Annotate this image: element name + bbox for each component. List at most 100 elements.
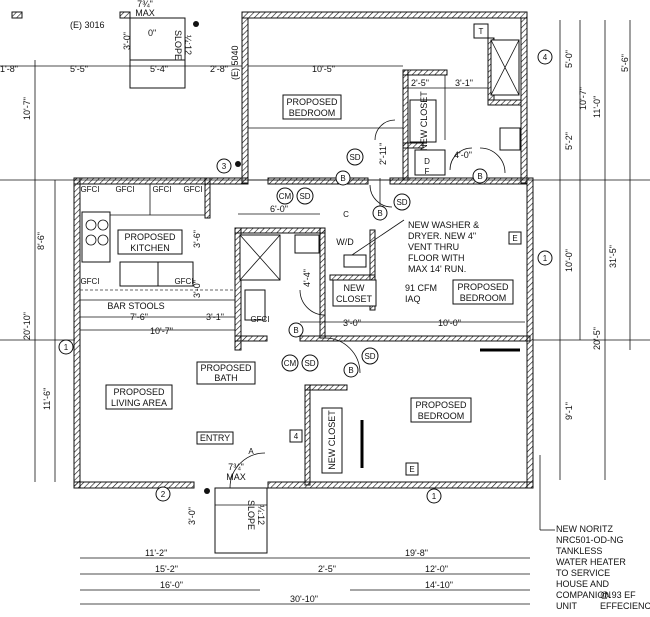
dim-kitchen-7: 4'-4" [302,269,312,287]
tag-2: 2 [161,490,166,499]
dim-left-1: 10'-7" [22,97,32,120]
slope-top-max-1: 7¾" [137,0,153,9]
new-closet-mid-line2: CLOSET [336,294,373,304]
living-box [105,384,173,410]
water-heater-note-6: HOUSE AND [556,579,610,589]
tag-1-right: 1 [543,254,548,263]
dim-right-9: 5'-6" [620,54,630,72]
b-mark-4: B [293,326,298,335]
gfci-7: GFCI [250,315,269,324]
washer-note-1: NEW WASHER & [408,220,479,230]
water-heater-note-5: TO SERVICE [556,568,610,578]
b-mark-3: B [477,172,482,181]
tag-1-left: 1 [64,343,69,352]
cfm-note-1: 91 CFM [405,283,437,293]
tag-4-mid: 4 [294,432,299,441]
kitchen-line2: KITCHEN [130,243,170,253]
window-side-label: (E) 5040 [230,45,240,80]
bedroom-top-line2: BEDROOM [289,108,336,118]
dim-right-2: 5'-2" [564,132,574,150]
dim-top-misc-2: 0" [148,28,156,38]
b-mark-5: B [348,366,353,375]
dim-bottom-7: 14'-10" [425,580,453,590]
water-heater-note-2: NRC501-OD-NG [556,535,624,545]
dim-kitchen-5: 10'-7" [150,326,173,336]
cfm-note-2: IAQ [405,294,421,304]
sd-2: SD [396,198,407,207]
living-line1: PROPOSED [113,387,165,397]
tag-3: 3 [222,162,227,171]
new-closet-mid-line1: NEW [344,283,366,293]
tag-1-bottom: 1 [432,492,437,501]
e-mark-2: E [409,465,414,474]
dim-bottom-6: 19'-8" [405,548,428,558]
t-mark: T [479,27,484,36]
gfci-3: GFCI [152,185,171,194]
d-mark: D [424,157,430,166]
kitchen-line1: PROPOSED [124,232,176,242]
slope-top-text-2: ¼:12 [183,35,193,55]
dim-bottom-small-1: 3'-0" [187,507,197,525]
dim-left-4: 11'-6" [42,388,52,410]
dim-left-2: 8'-6" [36,232,46,250]
bedroom-top-line1: PROPOSED [286,97,338,107]
water-heater-note-3: TANKLESS [556,546,602,556]
e-mark-1: E [512,234,517,243]
dim-bath-1: 2'-11" [378,143,388,165]
sd-1: SD [349,153,360,162]
gfci-4: GFCI [183,185,202,194]
dim-top-4: 2'-8" [210,64,228,74]
bedroom-bottom-line2: BEDROOM [418,411,465,421]
dim-top-5: 10'-5" [312,64,335,74]
water-heater-note-9: EFFECIENCY [600,601,650,611]
bath-line1: PROPOSED [200,363,252,373]
b-mark-1: B [340,174,345,183]
dim-kitchen-1: 3'-6" [192,230,202,248]
dim-kitchen-6: 6'-0" [270,204,288,214]
dim-bottom-2: 15'-2" [155,564,178,574]
dim-bottom-4: 2'-5" [318,564,336,574]
dim-right-1: 5'-0" [564,50,574,68]
dim-bottom-5: 12'-0" [425,564,448,574]
sd-5: SD [304,359,315,368]
slope-top-max-2: MAX [135,8,155,18]
dim-top-1: 1'-8" [0,64,18,74]
bar-stools-label: BAR STOOLS [107,301,164,311]
slope-bottom-max-2: MAX [226,472,246,482]
dim-right-6: 10'-7" [578,87,588,110]
gfci-6: GFCI [174,277,193,286]
gfci-1: GFCI [80,185,99,194]
f-mark: F [425,167,430,176]
dim-bottom-8: 30'-10" [290,594,318,604]
slope-top-text-1: SLOPE [173,30,183,60]
living-line2: LIVING AREA [111,398,167,408]
washer-note-5: MAX 14' RUN. [408,264,466,274]
symbols: GFCI GFCI GFCI GFCI GFCI GFCI GFCI SD SD… [58,21,553,504]
slope-bottom-text-1: SLOPE [246,500,256,530]
dimension-text: 1'-8" 5'-5" 5'-4" 2'-8" 10'-5" 2'-5" 3'-… [0,28,630,604]
washer-note-2: DRYER. NEW 4" [408,231,476,241]
water-heater-note-8: UNIT [556,601,577,611]
bedroom-right-line2: BEDROOM [460,293,507,303]
dim-right-4: 9'-1" [564,402,574,420]
water-heater-note-1: NEW NORITZ [556,524,613,534]
dim-bath-2: 4'-0" [454,150,472,160]
dim-right-7: 31'-5" [608,245,618,268]
slope-bottom-max-1: 7¾" [228,462,244,472]
dim-top-6: 2'-5" [411,78,429,88]
a-mark: A [248,447,254,456]
kitchen-box [117,229,183,255]
bedroom-top-box [282,94,342,120]
dim-top-misc-1: 3'-0" [122,32,132,50]
cm-1: CM [279,192,292,201]
bedroom-right-line1: PROPOSED [457,282,509,292]
water-heater-note-7: COMPANION [556,590,611,600]
dim-top-2: 5'-5" [70,64,88,74]
bath-box [196,361,256,385]
dim-right-5: 11'-0" [592,96,602,118]
washer-note-3: VENT THRU [408,242,459,252]
exterior-walls [11,11,534,489]
water-heater-note-4: WATER HEATER [556,557,626,567]
dim-right-8: 20'-5" [592,327,602,350]
